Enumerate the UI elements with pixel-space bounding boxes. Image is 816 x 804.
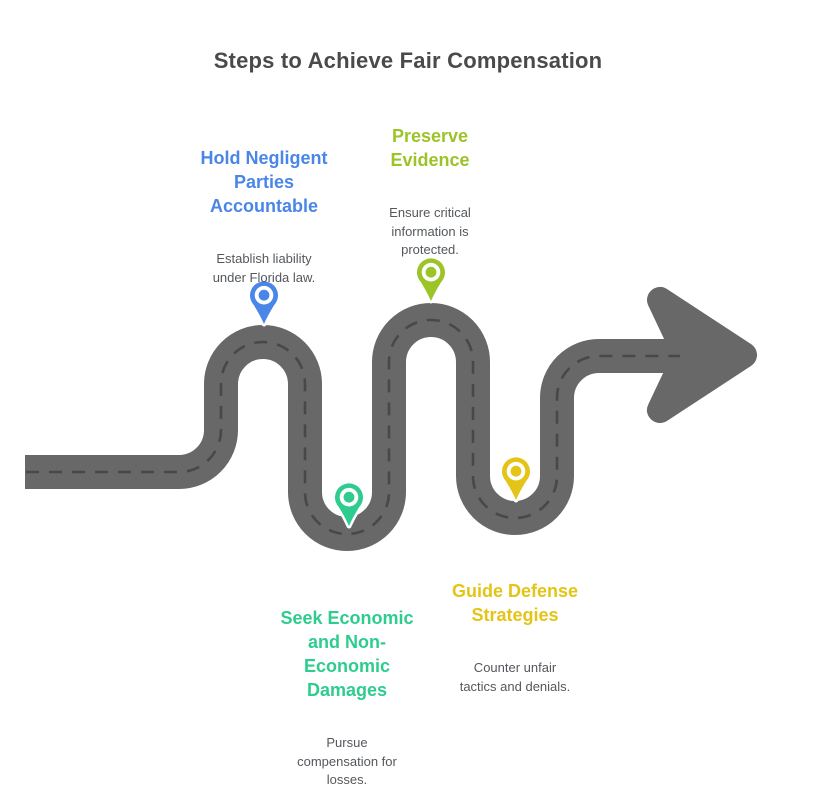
step-block-hold-negligent: Hold Negligent Parties Accountable Estab… bbox=[201, 128, 328, 305]
step-body: Establish liability under Florida law. bbox=[212, 251, 316, 285]
step-heading: Seek Economic and Non- Economic Damages bbox=[280, 608, 414, 700]
page-title: Steps to Achieve Fair Compensation bbox=[213, 48, 603, 73]
arrowhead bbox=[647, 287, 757, 423]
step-body: Ensure critical information is protected… bbox=[389, 205, 471, 257]
step-body: Pursue compensation for losses. bbox=[297, 735, 397, 787]
map-pin-icon bbox=[414, 255, 448, 304]
step-heading: Preserve Evidence bbox=[390, 126, 470, 170]
pin-dot bbox=[258, 289, 270, 301]
step-block-seek-damages: Seek Economic and Non- Economic Damages … bbox=[280, 588, 413, 804]
road-center-dashes bbox=[26, 318, 680, 536]
step-heading: Guide Defense Strategies bbox=[451, 581, 579, 625]
step-block-preserve-evidence: Preserve Evidence Ensure critical inform… bbox=[389, 106, 471, 278]
step-heading: Hold Negligent Parties Accountable bbox=[200, 148, 328, 216]
pin-dot bbox=[510, 465, 522, 477]
pin-dot bbox=[425, 266, 437, 278]
pin-dot bbox=[343, 491, 355, 503]
map-pin-icon bbox=[332, 480, 366, 529]
step-body: Counter unfair tactics and denials. bbox=[459, 660, 571, 694]
map-pin-icon bbox=[499, 454, 533, 503]
map-pin-icon bbox=[247, 278, 281, 327]
step-block-guide-defense: Guide Defense Strategies Counter unfair … bbox=[452, 561, 578, 714]
